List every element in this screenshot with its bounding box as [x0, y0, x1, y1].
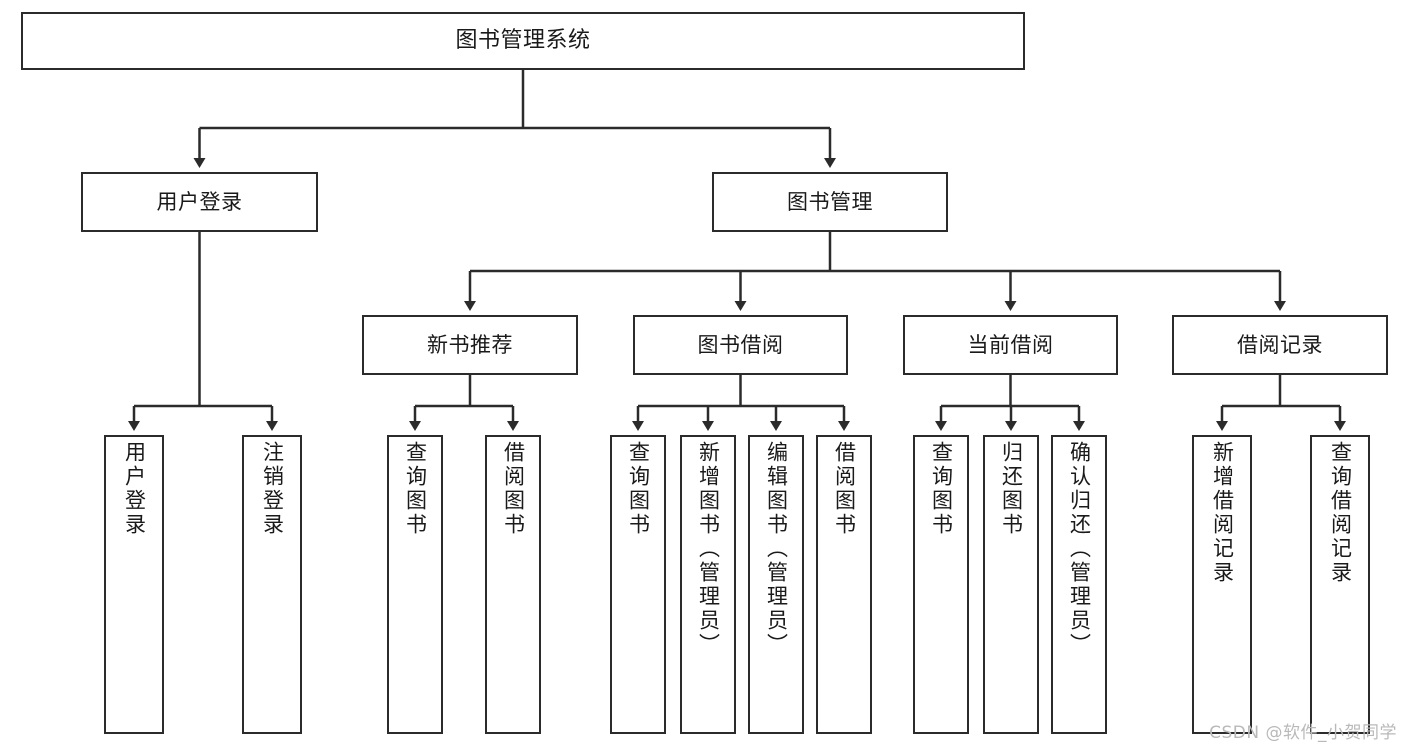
node-leaf-10-确认归还管理员[interactable]: 确认归还（管理员） — [1051, 435, 1107, 734]
node-leaf-9-归还图书[interactable]: 归还图书 — [983, 435, 1039, 734]
node-label: 归还图书 — [999, 441, 1024, 537]
node-level2-0-用户登录[interactable]: 用户登录 — [81, 172, 318, 232]
node-leaf-7-借阅图书[interactable]: 借阅图书 — [816, 435, 872, 734]
node-label: 注销登录 — [260, 441, 285, 537]
node-label: 编辑图书（管理员） — [764, 441, 789, 657]
node-level2-1-图书管理[interactable]: 图书管理 — [712, 172, 948, 232]
node-leaf-0-用户登录[interactable]: 用户登录 — [104, 435, 164, 734]
node-label: 图书借阅 — [697, 332, 784, 357]
node-leaf-12-查询借阅记录[interactable]: 查询借阅记录 — [1310, 435, 1370, 734]
node-label: 借阅图书 — [501, 441, 526, 537]
node-label: 图书管理 — [787, 189, 873, 214]
node-level3-0-新书推荐[interactable]: 新书推荐 — [362, 315, 578, 375]
node-leaf-5-新增图书管理员[interactable]: 新增图书（管理员） — [680, 435, 736, 734]
node-label: 借阅图书 — [832, 441, 857, 537]
node-label: 借阅记录 — [1237, 332, 1323, 357]
node-label: 查询图书 — [403, 441, 428, 537]
node-leaf-6-编辑图书管理员[interactable]: 编辑图书（管理员） — [748, 435, 804, 734]
node-label: 用户登录 — [122, 441, 147, 537]
node-leaf-8-查询图书[interactable]: 查询图书 — [913, 435, 969, 734]
node-leaf-11-新增借阅记录[interactable]: 新增借阅记录 — [1192, 435, 1252, 734]
node-label: 当前借阅 — [967, 332, 1054, 357]
node-label: 新增借阅记录 — [1210, 441, 1235, 585]
node-leaf-2-查询图书[interactable]: 查询图书 — [387, 435, 443, 734]
node-label: 查询借阅记录 — [1328, 441, 1353, 585]
node-root-0-图书管理系统[interactable]: 图书管理系统 — [21, 12, 1025, 70]
node-label: 新增图书（管理员） — [696, 441, 721, 657]
node-level3-1-图书借阅[interactable]: 图书借阅 — [633, 315, 848, 375]
node-leaf-4-查询图书[interactable]: 查询图书 — [610, 435, 666, 734]
node-level3-2-当前借阅[interactable]: 当前借阅 — [903, 315, 1118, 375]
node-label: 查询图书 — [626, 441, 651, 537]
csdn-watermark: CSDN @软件_小贺同学 — [1209, 723, 1397, 743]
node-leaf-1-注销登录[interactable]: 注销登录 — [242, 435, 302, 734]
node-label: 新书推荐 — [427, 332, 513, 357]
node-label: 查询图书 — [929, 441, 954, 537]
node-leaf-3-借阅图书[interactable]: 借阅图书 — [485, 435, 541, 734]
node-label: 用户登录 — [156, 189, 243, 214]
node-label: 确认归还（管理员） — [1067, 441, 1092, 657]
node-level3-3-借阅记录[interactable]: 借阅记录 — [1172, 315, 1388, 375]
node-label: 图书管理系统 — [455, 28, 591, 54]
